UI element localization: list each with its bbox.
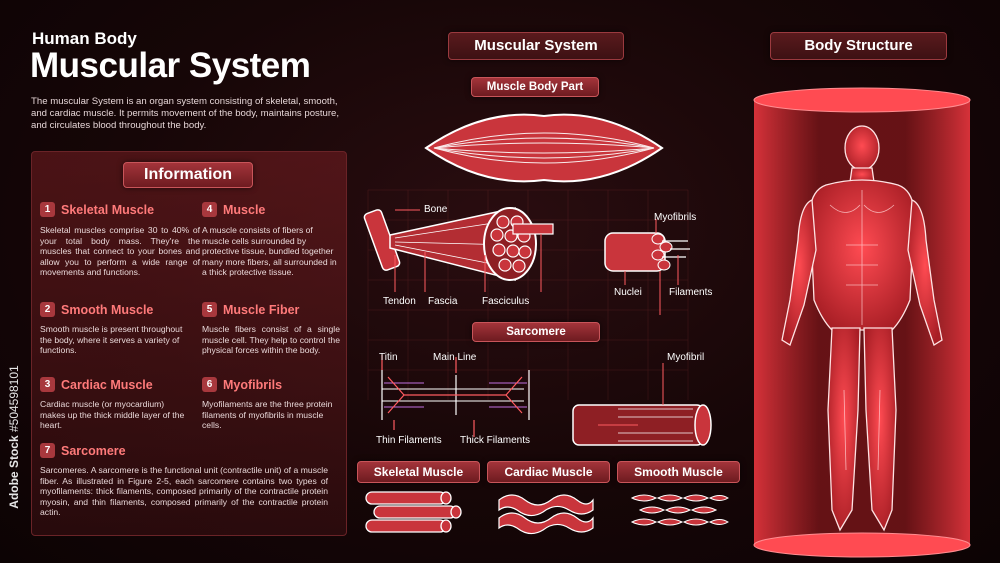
fasciculus-label: Fasciculus — [482, 296, 530, 307]
info-item-myofibrils: 6 Myofibrils Myofilaments are the three p… — [202, 376, 340, 431]
stock-id-watermark: Adobe Stock #504598101 — [4, 330, 24, 560]
info-item-title: Sarcomere — [61, 443, 126, 458]
watermark-brand: Adobe Stock — [7, 435, 21, 509]
nuclei-label: Nuclei — [614, 287, 642, 298]
info-item-number: 2 — [40, 302, 55, 318]
info-item-text: Cardiac muscle (or myocardium) makes up … — [40, 399, 185, 431]
info-panel-title: Information — [123, 162, 253, 188]
info-item-title: Myofibrils — [223, 377, 283, 392]
tendon-label: Tendon — [383, 296, 416, 307]
smooth-muscle-tissue-label: Smooth Muscle — [617, 461, 740, 483]
info-item-title: Smooth Muscle — [61, 302, 154, 317]
info-item-number: 1 — [40, 202, 55, 218]
body-pod-illustration — [753, 87, 971, 558]
info-item-title: Skeletal Muscle — [61, 202, 155, 217]
info-item-text: Sarcomeres. A sarcomere is the functiona… — [40, 465, 328, 518]
info-item-text: A muscle consists of fibers of muscle ce… — [202, 225, 337, 278]
thin-filaments-label: Thin Filaments — [376, 435, 442, 446]
sarcomere-label: Sarcomere — [472, 322, 600, 342]
muscular-system-title: Muscular System — [448, 32, 624, 60]
myofibril-cylinder-illustration — [572, 363, 712, 446]
filaments-label: Filaments — [669, 287, 713, 298]
fascia-label: Fascia — [428, 296, 458, 307]
muscle-cross-section-illustration — [363, 207, 554, 292]
info-item-title: Muscle Fiber — [223, 302, 300, 317]
main-line-label: Main Line — [433, 352, 477, 363]
skeletal-muscle-tissue-label: Skeletal Muscle — [357, 461, 480, 483]
info-item-text: Myofilaments are the three protein filam… — [202, 399, 333, 431]
myofibril-label: Myofibril — [667, 352, 705, 363]
muscle-spindle-illustration — [424, 113, 664, 183]
info-item-text: Smooth muscle is present throughout the … — [40, 324, 183, 356]
bone-label: Bone — [424, 204, 448, 215]
muscle-body-part-label: Muscle Body Part — [471, 77, 599, 97]
info-item-skeletal-muscle: 1 Skeletal Muscle Skeletal muscles compri… — [40, 201, 200, 278]
info-item-title: Muscle — [223, 202, 266, 217]
info-item-cardiac-muscle: 3 Cardiac Muscle Cardiac muscle (or myoca… — [40, 376, 190, 431]
info-item-number: 7 — [40, 443, 55, 459]
info-panel — [31, 151, 347, 536]
cardiac-muscle-tissue-label: Cardiac Muscle — [487, 461, 610, 483]
info-item-number: 4 — [202, 202, 217, 218]
myofibrils-label: Myofibrils — [654, 212, 697, 223]
watermark-id: #504598101 — [7, 365, 21, 433]
info-item-text: Muscle fibers consist of a single muscle… — [202, 324, 340, 356]
grid-backdrop — [367, 189, 689, 400]
info-item-sarcomere: 7 Sarcomere Sarcomeres. A sarcomere is th… — [40, 442, 328, 518]
myofibril-bundle-illustration — [604, 219, 690, 315]
cardiac-muscle-tissue-illustration — [498, 494, 594, 535]
info-item-number: 6 — [202, 377, 217, 393]
info-item-smooth-muscle: 2 Smooth Muscle Smooth muscle is present … — [40, 301, 190, 356]
info-item-title: Cardiac Muscle — [61, 377, 153, 392]
info-item-number: 3 — [40, 377, 55, 393]
page-title: Muscular System — [30, 46, 311, 85]
info-item-text: Skeletal muscles comprise 30 to 40% of y… — [40, 225, 200, 278]
info-item-muscle: 4 Muscle A muscle consists of fibers of m… — [202, 201, 340, 278]
header-subtitle: Human Body — [32, 29, 137, 48]
thick-filaments-label: Thick Filaments — [460, 435, 531, 446]
smooth-muscle-tissue-illustration — [630, 494, 729, 526]
body-structure-title: Body Structure — [770, 32, 947, 60]
titin-label: Titin — [379, 352, 398, 363]
intro-text: The muscular System is an organ system c… — [31, 96, 340, 131]
sarcomere-illustration — [381, 355, 530, 437]
skeletal-muscle-tissue-illustration — [365, 491, 462, 533]
info-item-number: 5 — [202, 302, 217, 318]
info-item-muscle-fiber: 5 Muscle Fiber Muscle fibers consist of a… — [202, 301, 340, 356]
